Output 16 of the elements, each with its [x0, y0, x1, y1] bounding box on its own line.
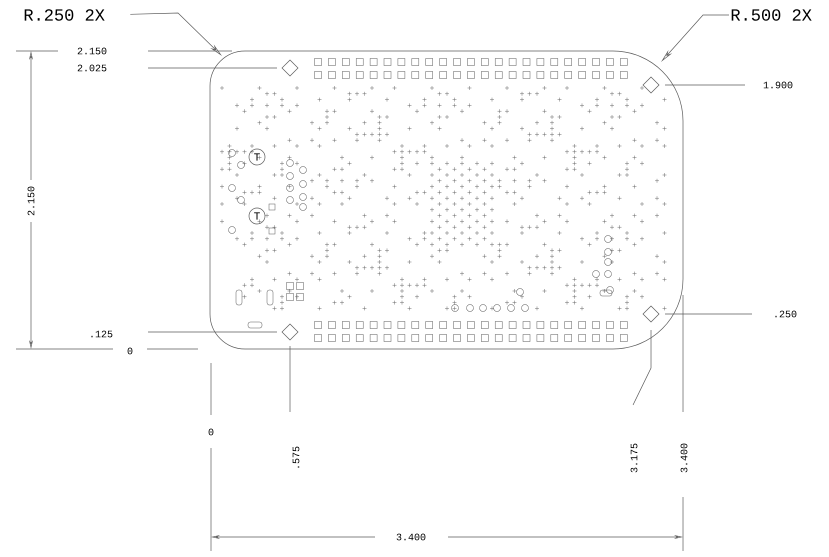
- dimension-text: 3.175: [630, 444, 638, 472]
- dimension-text: 2.150: [78, 48, 106, 54]
- dimension-text: .250: [775, 310, 796, 318]
- dimension-text: 3.400: [396, 534, 426, 540]
- dimension-text: 3.400: [680, 444, 688, 472]
- dimension-text: .575: [292, 446, 300, 468]
- dimension-text: 0: [208, 428, 214, 436]
- dimension-text: .125: [91, 330, 112, 338]
- dimension-text: 0: [128, 348, 132, 354]
- dimension-text: 2.025: [78, 64, 106, 72]
- callout-label: R.250 2X: [24, 9, 105, 21]
- callout-label: R.500 2X: [732, 9, 812, 21]
- dimension-text: 2.150: [28, 186, 34, 216]
- test-point-letter: T: [254, 153, 260, 161]
- dimension-text: 1.900: [764, 82, 792, 88]
- test-point-letter: T: [254, 212, 260, 220]
